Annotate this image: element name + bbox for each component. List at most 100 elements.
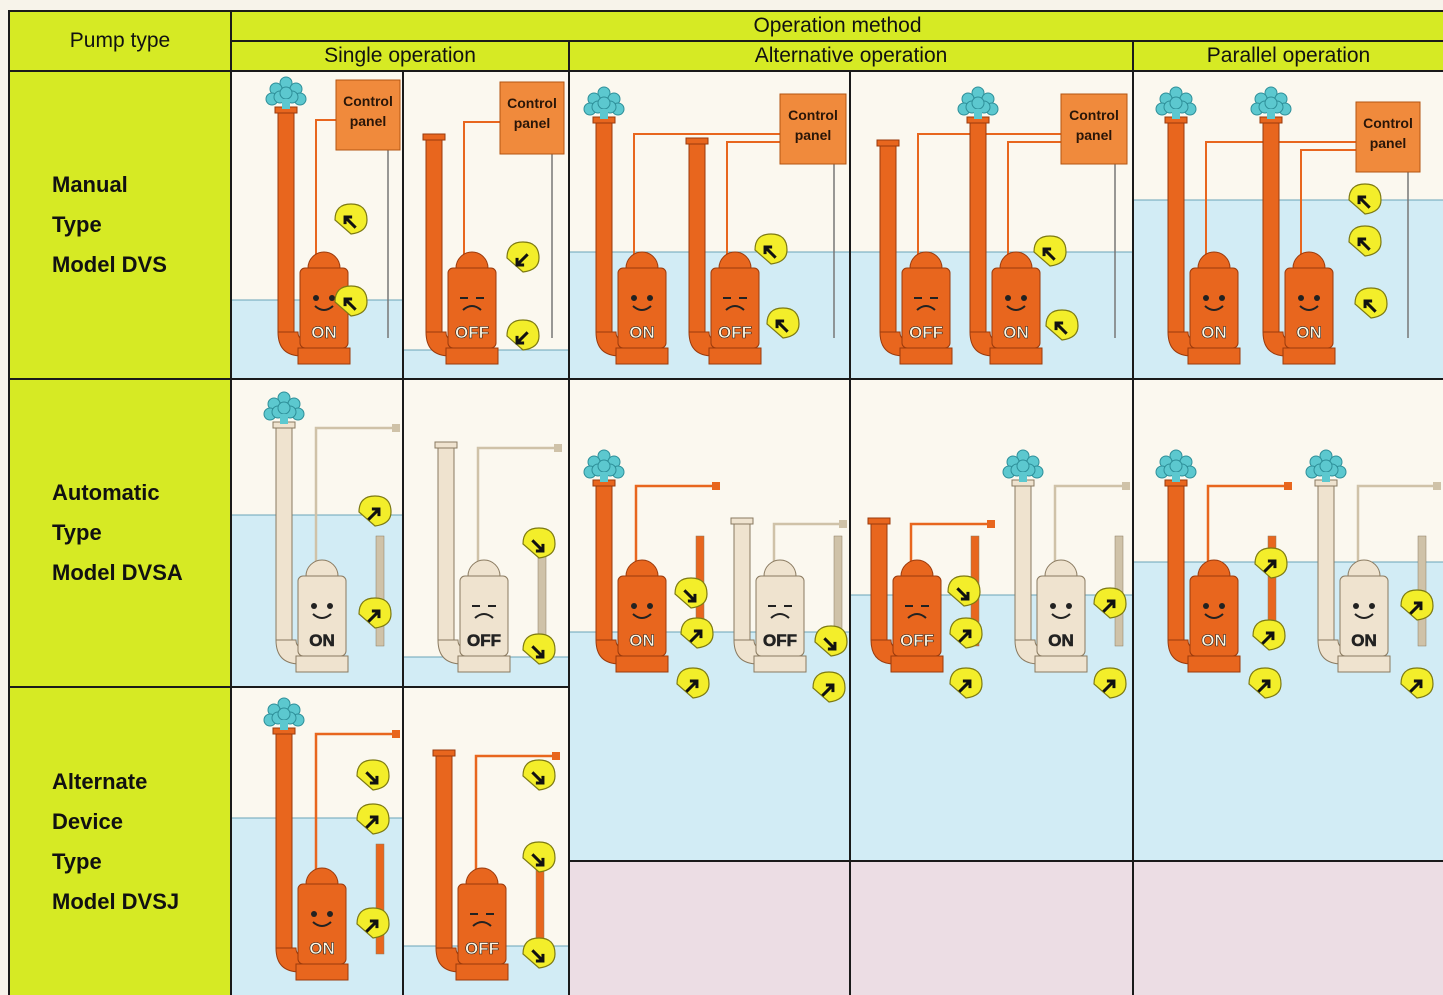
pump-base <box>890 655 944 673</box>
float-body <box>522 633 556 665</box>
pump-on: ON <box>1002 449 1088 673</box>
float-switch <box>1254 547 1288 579</box>
pump-handle <box>455 251 489 269</box>
float-switch <box>522 841 556 873</box>
arrow-icon <box>1042 247 1056 261</box>
arrow-icon <box>1409 601 1423 615</box>
pump-handle <box>1347 559 1381 577</box>
pump-on: ON <box>265 76 351 365</box>
riser-pipe <box>1167 116 1185 333</box>
power-cord <box>474 754 552 884</box>
control-panel-label: Control <box>1363 115 1413 131</box>
arrow-icon <box>1257 679 1271 693</box>
riser-pipe <box>277 106 295 333</box>
pump-on: ON <box>263 391 349 673</box>
pump-status-label: OFF <box>718 323 752 342</box>
riser-pipe <box>1262 116 1280 333</box>
power-cable <box>463 121 500 268</box>
plug-icon <box>392 730 400 738</box>
control-panel-label: panel <box>514 115 551 131</box>
pump-base <box>1034 655 1088 673</box>
arrow-icon <box>1357 195 1371 209</box>
pump-base <box>708 347 762 365</box>
pump-off: OFF <box>730 517 807 673</box>
divider <box>230 40 1443 42</box>
control-panel: Control panel <box>1355 101 1421 173</box>
row-label-line: Manual <box>52 172 128 197</box>
row-label-manual: Manual Type Model DVS <box>10 72 230 378</box>
float-switch <box>1093 587 1127 619</box>
float-switch <box>506 241 540 273</box>
pump-smile <box>1006 305 1026 311</box>
pump-eye <box>1005 295 1011 301</box>
row-label-line: Automatic <box>52 480 160 505</box>
pump-off: OFF <box>876 139 953 365</box>
pump-status-label: ON <box>629 631 655 650</box>
diagram-cell-alt-double-1: ON OFF <box>570 380 849 860</box>
pump-eye <box>631 295 637 301</box>
power-cord <box>476 446 554 576</box>
pump-frown <box>472 921 492 927</box>
divider <box>8 70 1443 72</box>
pump-eye <box>1203 295 1209 301</box>
divider <box>1132 40 1134 995</box>
pump-eye <box>1203 603 1209 609</box>
float-switch <box>522 633 556 665</box>
riser-pipe <box>870 517 888 641</box>
control-panel-label: panel <box>1370 135 1407 151</box>
power-cord <box>772 522 839 576</box>
arrow-icon <box>531 645 545 659</box>
pump-status-label: OFF <box>909 323 943 342</box>
pump-eye <box>1066 603 1072 609</box>
arrow-icon <box>1261 631 1275 645</box>
riser-pipe <box>1167 479 1185 641</box>
pump-status-label: ON <box>309 939 335 958</box>
float-body <box>1033 235 1067 267</box>
arrow-icon <box>823 637 837 651</box>
float-body <box>334 203 368 235</box>
pump-on: ON <box>1305 449 1391 673</box>
pump-handle <box>305 867 339 885</box>
pump-smile <box>312 613 332 619</box>
arrow-icon <box>367 507 381 521</box>
pump-eye <box>311 603 317 609</box>
float-switch <box>1348 183 1382 215</box>
control-panel-label: Control <box>788 107 838 123</box>
pump-eye <box>1369 603 1375 609</box>
row-label-line: Type <box>52 848 102 874</box>
float-body <box>522 841 556 873</box>
riser-pipe <box>1317 479 1335 641</box>
float-switch <box>754 233 788 265</box>
arrow-icon <box>958 679 972 693</box>
float-body <box>674 577 708 609</box>
float-switch <box>334 285 368 317</box>
float-switch <box>1248 667 1282 699</box>
pump-eye <box>311 911 317 917</box>
arrow-icon <box>1263 559 1277 573</box>
riser-pipe <box>425 133 443 333</box>
float-switch <box>356 907 390 939</box>
water-area <box>1134 562 1443 860</box>
arrow-icon <box>1102 599 1116 613</box>
water-spray-icon <box>1002 449 1044 482</box>
row-label-line: Model DVSA <box>52 560 183 585</box>
pump-frown <box>770 613 790 619</box>
riser-pipe <box>435 749 453 949</box>
diagram-cell-auto-single-1: ON <box>232 380 402 686</box>
arrow-icon <box>365 771 379 785</box>
arrow-icon <box>531 771 545 785</box>
water-spray-icon <box>583 449 625 482</box>
pump-base <box>615 655 669 673</box>
float-switch <box>522 937 556 969</box>
float-body <box>522 759 556 791</box>
float-switch <box>814 625 848 657</box>
pump-eye <box>327 603 333 609</box>
arrow-icon <box>531 949 545 963</box>
pump-handle <box>1044 559 1078 577</box>
